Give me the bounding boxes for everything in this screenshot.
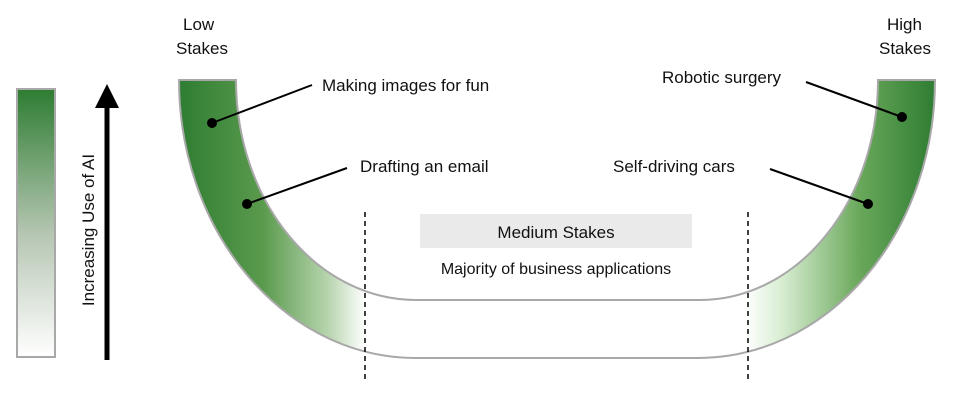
high-stakes-line2: Stakes bbox=[879, 39, 931, 58]
gradient-legend-bar bbox=[16, 88, 56, 358]
up-arrow-icon bbox=[95, 84, 119, 360]
callout-cars-label: Self-driving cars bbox=[613, 157, 735, 176]
callout-email-label: Drafting an email bbox=[360, 157, 489, 176]
high-stakes-line1: High bbox=[887, 15, 922, 34]
callout-surgery-label: Robotic surgery bbox=[662, 68, 782, 87]
low-stakes-line2: Stakes bbox=[176, 39, 228, 58]
axis-label: Increasing Use of AI bbox=[79, 154, 98, 306]
callout-cars: Self-driving cars bbox=[613, 157, 873, 209]
medium-stakes-box bbox=[420, 214, 692, 248]
callout-email: Drafting an email bbox=[242, 157, 489, 209]
callout-images-label: Making images for fun bbox=[322, 76, 489, 95]
stakes-u-band bbox=[177, 79, 937, 359]
callout-surgery: Robotic surgery bbox=[662, 68, 907, 122]
low-stakes-line1: Low bbox=[183, 15, 215, 34]
medium-stakes-label: Medium Stakes bbox=[497, 223, 614, 242]
callout-images: Making images for fun bbox=[207, 76, 489, 128]
majority-label: Majority of business applications bbox=[441, 261, 671, 278]
